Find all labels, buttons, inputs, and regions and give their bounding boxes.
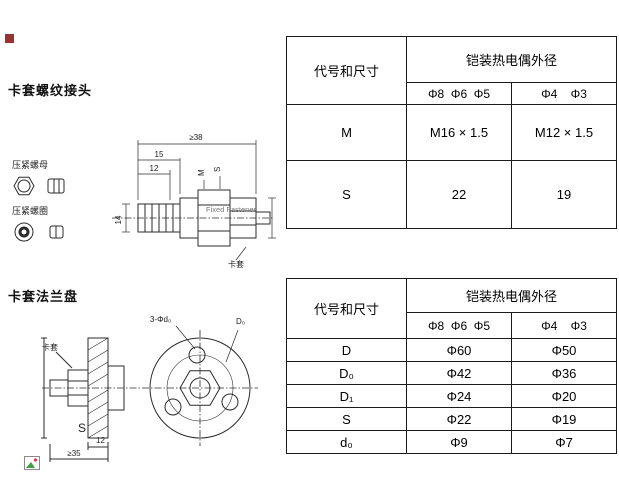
t2-row0-code: D [286,338,407,362]
ring-front-icon [14,222,34,242]
flange-ferrule-label: 卡套 [42,342,58,352]
dim-15-label: 15 [155,150,164,159]
t1-row0-b: M12 × 1.5 [510,104,618,161]
t1-row1-a: 22 [406,160,512,229]
dim-total-label: ≥38 [189,133,203,142]
t2-row1-b: Φ36 [510,361,618,385]
nut-side-icon [47,178,65,194]
t1-subheader-left: Φ8 Φ6 Φ5 [406,82,512,105]
t2-row1-code: D₀ [286,361,407,385]
table-row: d₀ Φ9 Φ7 [286,430,618,454]
dim-12-label: 12 [150,164,159,173]
t1-row0-code: M [286,104,407,161]
watermark-text: Fixed Fastener [206,205,257,214]
t2-subheader-left: Φ8 Φ6 Φ5 [406,312,512,339]
red-marker [5,34,14,43]
bolt-circle-label: D₀ [236,317,245,326]
table-row: M M16 × 1.5 M12 × 1.5 [286,104,618,161]
section2-title: 卡套法兰盘 [8,289,79,304]
flange-dim-12-label: 12 [96,436,105,445]
section1-title: 卡套螺纹接头 [8,83,93,98]
ring-legend-label: 压紧螺圈 [12,206,49,216]
nut-legend: 压紧螺母 [12,158,68,198]
t2-col-header: 代号和尺寸 [286,278,407,339]
t2-row2-b: Φ20 [510,384,618,408]
t2-row3-code: S [286,407,407,431]
t2-span-header: 铠装热电偶外径 [405,278,618,313]
joint-dimension-lines [122,140,276,261]
flange-labels: 卡套 S ≥35 12 3-Φd₀ D₀ [42,315,245,458]
t2-subheader-right: Φ4 Φ3 [510,312,618,339]
t1-row0-a: M16 × 1.5 [406,104,512,161]
table-row: S 22 19 [286,160,618,229]
t2-row2-code: D₁ [286,384,407,408]
table-row: D₀ Φ42 Φ36 [286,361,618,385]
t2-row4-b: Φ7 [510,430,618,454]
t2-row1-a: Φ42 [406,361,512,385]
t2-row2-a: Φ24 [406,384,512,408]
ring-side-icon [49,225,64,239]
holes-label: 3-Φd₀ [150,315,171,324]
t2-row4-a: Φ9 [406,430,512,454]
t1-row1-b: 19 [510,160,618,229]
flange-spec-table: 代号和尺寸 铠装热电偶外径 Φ8 Φ6 Φ5 Φ4 Φ3 D Φ60 Φ50 D… [286,278,618,454]
thread-m-label: M [197,169,206,176]
table-row: D Φ60 Φ50 [286,338,618,362]
t2-row3-a: Φ22 [406,407,512,431]
dim-14-label: 14 [114,215,123,224]
flange-section-view [41,337,140,462]
t2-row3-b: Φ19 [510,407,618,431]
hex-s-label: S [213,167,222,172]
table-row: S Φ22 Φ19 [286,407,618,431]
thread-spec-table: 代号和尺寸 铠装热电偶外径 Φ8 Φ6 Φ5 Φ4 Φ3 M M16 × 1.5… [286,36,618,229]
nut-front-icon [13,176,35,196]
table-row: D₁ Φ24 Φ20 [286,384,618,408]
threaded-joint-drawing: ≥38 15 12 14 M S Fixed Fastener 卡套 [112,133,276,269]
t1-subheader-right: Φ4 Φ3 [510,82,618,105]
flange-front-view [142,325,258,446]
joint-body [112,189,274,247]
ring-legend: 压紧螺圈 [12,204,68,244]
flange-dim-min-label: ≥35 [67,449,81,458]
image-placeholder-icon [24,456,40,470]
t1-span-header: 铠装热电偶外径 [405,36,618,83]
nut-legend-label: 压紧螺母 [12,160,49,170]
flange-drawing: 卡套 S ≥35 12 3-Φd₀ D₀ [41,315,258,462]
t2-row4-code: d₀ [286,430,407,454]
t2-row0-a: Φ60 [406,338,512,362]
t1-col-header: 代号和尺寸 [286,36,407,105]
flange-s-label: S [78,421,86,435]
t1-row1-code: S [286,160,407,229]
ferrule-label: 卡套 [228,259,244,269]
joint-labels: ≥38 15 12 14 M S Fixed Fastener 卡套 [114,133,257,269]
t2-row0-b: Φ50 [510,338,618,362]
